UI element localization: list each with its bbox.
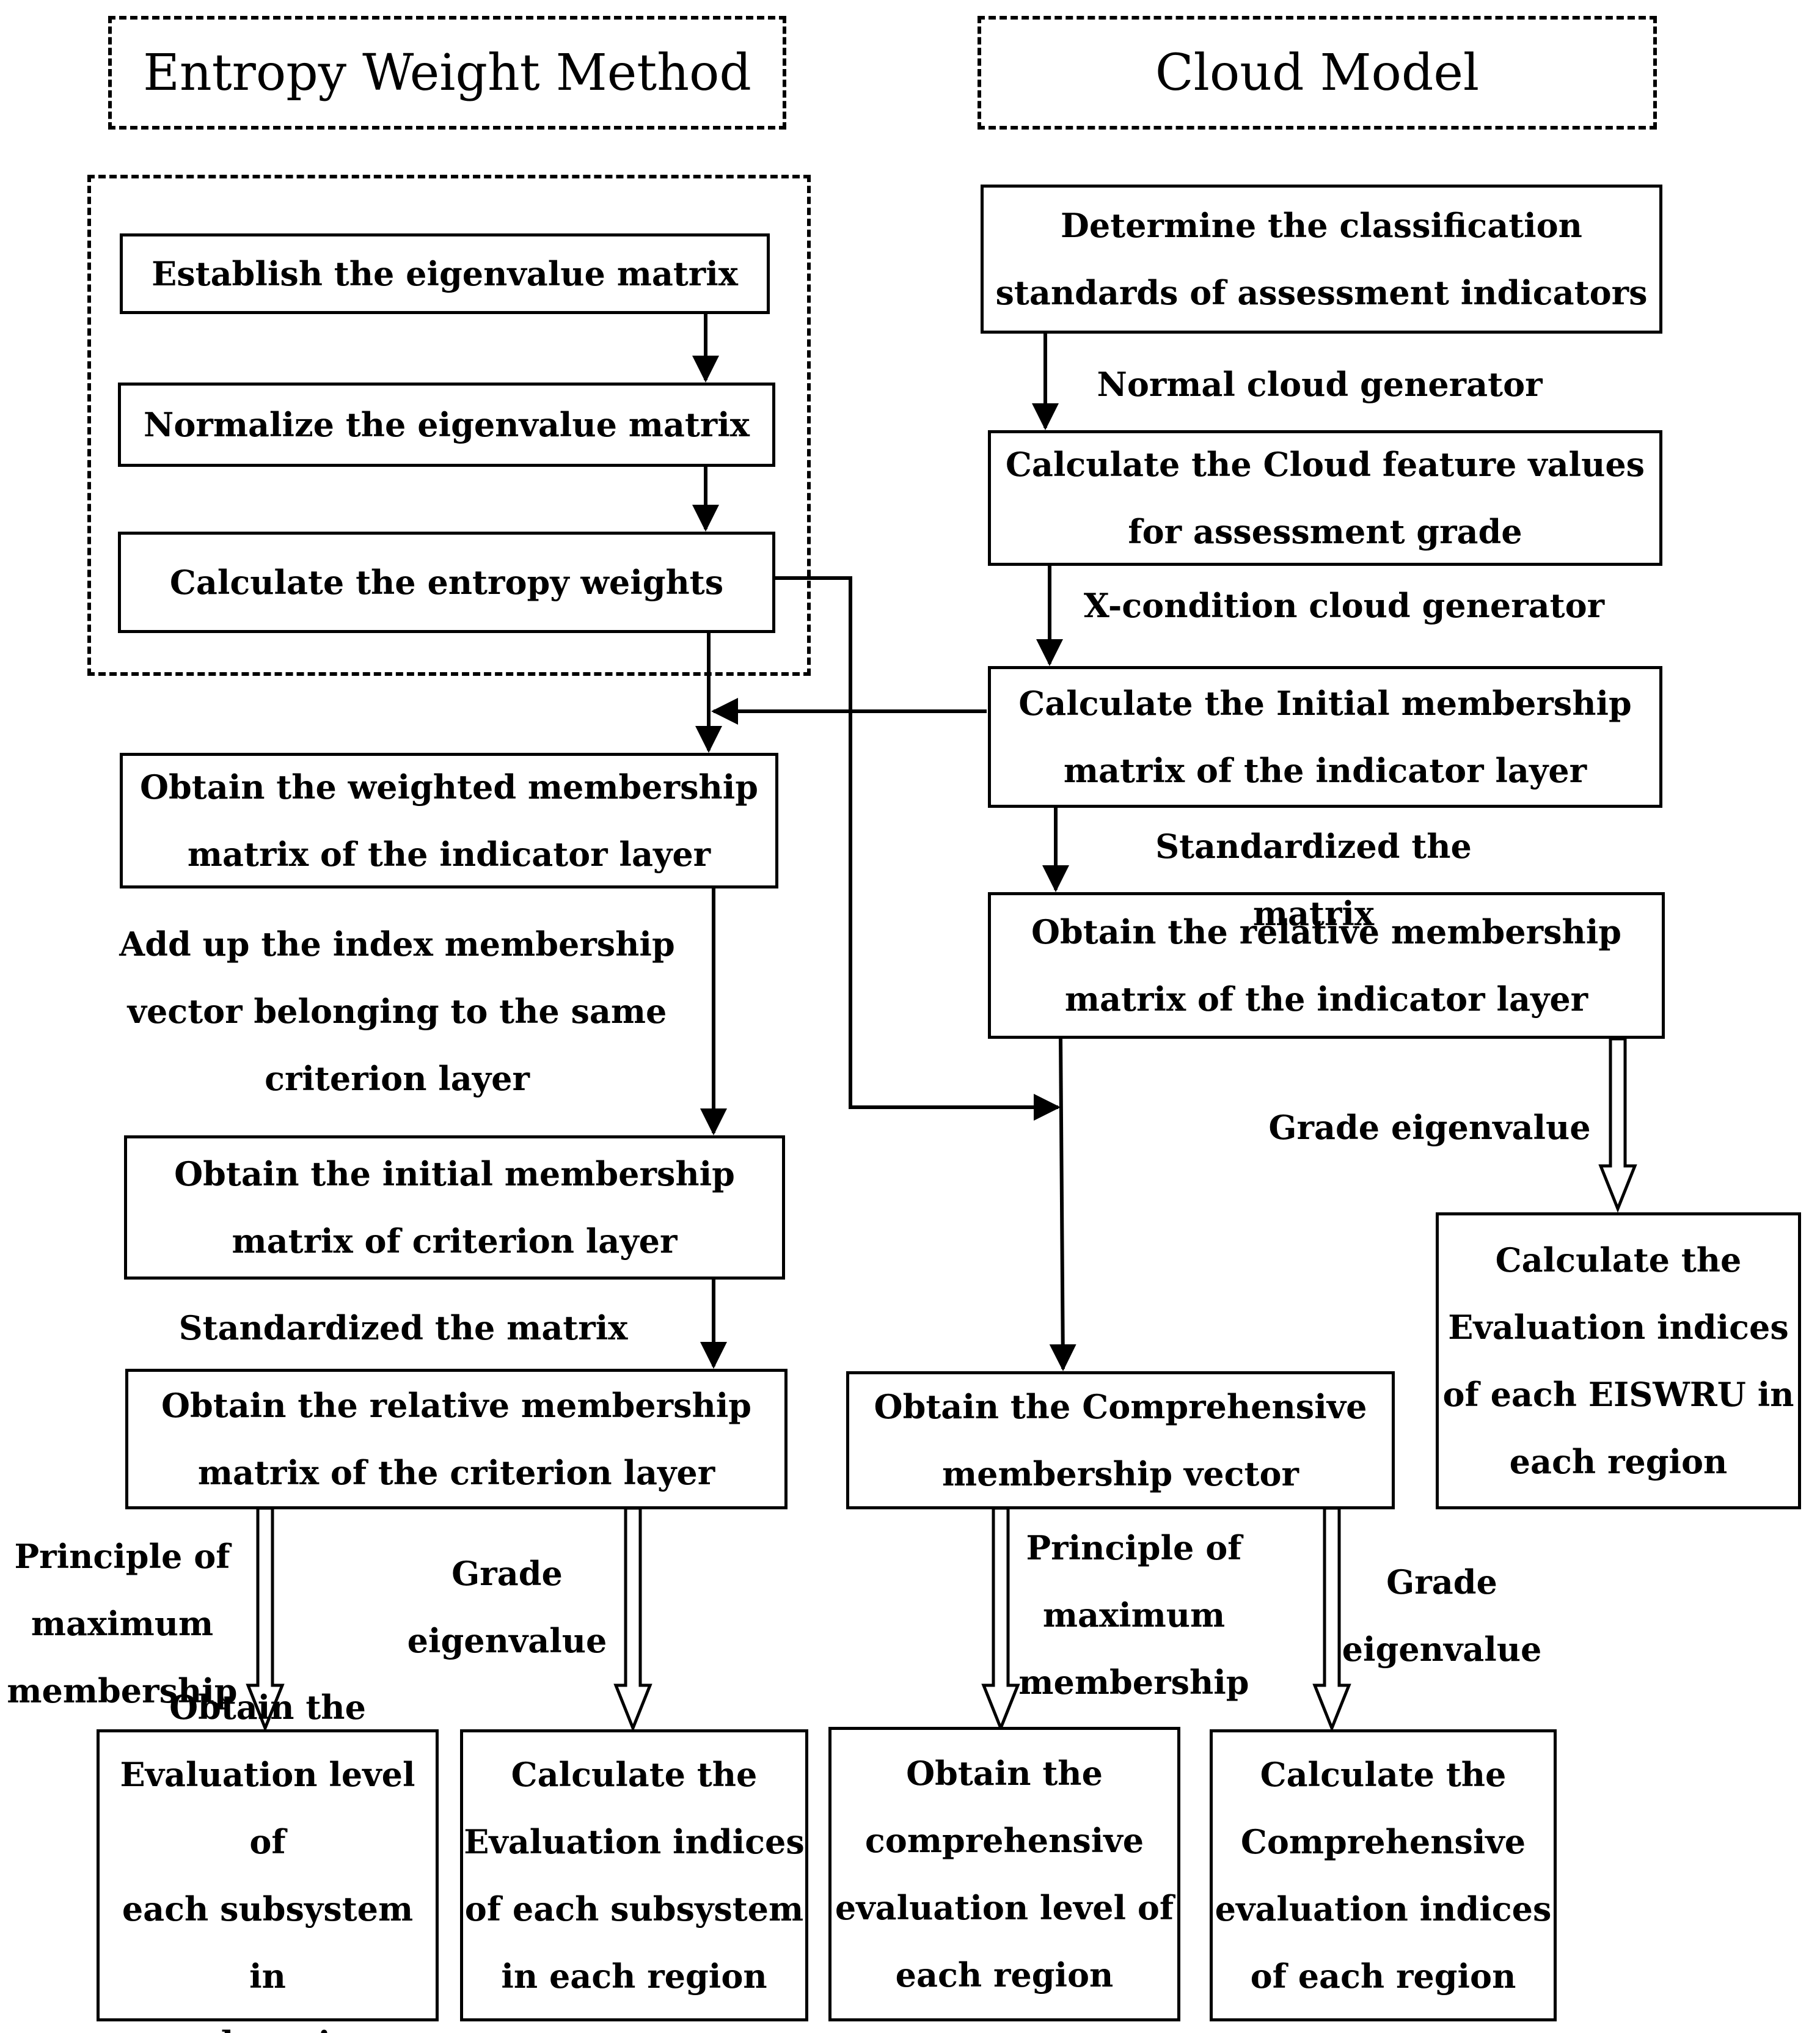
hollow-arrow-eiswru <box>1598 1037 1637 1213</box>
hollow-arrow-comp-level <box>981 1506 1020 1732</box>
box-relative-membership-indicator: Obtain the relative membership matrix of… <box>988 892 1665 1039</box>
label-standardized-right: Standardized the matrix <box>1155 827 1472 933</box>
box-initial-criterion-text: Obtain the initial membership matrix of … <box>174 1154 735 1261</box>
box-relative-criterion: Obtain the relative membership matrix of… <box>125 1369 788 1509</box>
box-relative-indicator-text: Obtain the relative membership matrix of… <box>1031 912 1622 1019</box>
header-entropy-weight-method: Entropy Weight Method <box>108 16 786 130</box>
label-grade-mid: Grade eigenvalue <box>1342 1562 1542 1669</box>
hollow-arrow-comp-indices <box>1312 1506 1351 1732</box>
label-grade-left: Grade eigenvalue <box>407 1554 607 1660</box>
box-comprehensive-level: Obtain the comprehensive evaluation leve… <box>828 1727 1180 2021</box>
box-relative-criterion-text: Obtain the relative membership matrix of… <box>161 1386 752 1492</box>
connector-entropy-to-comprehensive <box>774 576 1061 1121</box>
box-eval-indices-eiswru: Calculate the Evaluation indices of each… <box>1436 1212 1801 1509</box>
box-eval-indices-subsystem-text: Calculate the Evaluation indices of each… <box>464 1755 805 1996</box>
box-initial-membership-indicator: Calculate the Initial membership matrix … <box>988 666 1662 808</box>
box-comprehensive-indices: Calculate the Comprehensive evaluation i… <box>1210 1729 1557 2021</box>
box-initial-indicator-text: Calculate the Initial membership matrix … <box>1018 684 1632 790</box>
header-entropy-text: Entropy Weight Method <box>143 43 751 102</box>
box-normalize-matrix: Normalize the eigenvalue matrix <box>118 383 775 467</box>
box-entropy-weights: Calculate the entropy weights <box>118 532 775 633</box>
hollow-arrow-eval-indices-subsystem <box>613 1506 652 1732</box>
header-cloud-model: Cloud Model <box>978 16 1657 130</box>
box-weighted-text: Obtain the weighted membership matrix of… <box>139 767 759 874</box>
label-x-condition-cloud-generator: X-condition cloud generator <box>1083 586 1605 625</box>
box-establish-text: Establish the eigenvalue matrix <box>152 254 738 293</box>
box-eval-level-subsystem-text: Obtain the Evaluation level of each subs… <box>120 1688 415 2033</box>
label-grade-eigenvalue-right: Grade eigenvalue <box>1268 1108 1591 1147</box>
label-add-up-index: Add up the index membership vector belon… <box>119 925 675 1098</box>
box-entropy-weights-text: Calculate the entropy weights <box>169 563 724 602</box>
box-establish-matrix: Establish the eigenvalue matrix <box>120 233 770 314</box>
label-principle-mid: Principle of maximum membership <box>1018 1528 1249 1702</box>
box-eval-indices-subsystem: Calculate the Evaluation indices of each… <box>460 1729 808 2021</box>
box-cloud-feature-text: Calculate the Cloud feature values for a… <box>1005 445 1645 551</box>
box-weighted-membership: Obtain the weighted membership matrix of… <box>120 753 778 888</box>
arrow-relative-indicator-to-comprehensive <box>1049 1037 1076 1371</box>
box-initial-criterion: Obtain the initial membership matrix of … <box>124 1135 785 1280</box>
hollow-arrow-eval-level-subsystem <box>246 1506 285 1732</box>
box-determine-standards: Determine the classification standards o… <box>981 185 1662 334</box>
label-standardized-left: Standardized the matrix <box>178 1308 628 1347</box>
box-comp-indices-text: Calculate the Comprehensive evaluation i… <box>1215 1755 1552 1996</box>
box-eval-level-subsystem: Obtain the Evaluation level of each subs… <box>97 1688 439 2033</box>
box-normalize-text: Normalize the eigenvalue matrix <box>144 405 750 444</box>
label-normal-cloud-generator: Normal cloud generator <box>1097 365 1543 404</box>
box-determine-text: Determine the classification standards o… <box>995 206 1648 312</box>
box-cloud-feature-values: Calculate the Cloud feature values for a… <box>988 430 1662 566</box>
label-principle-left: Principle of maximum membership <box>7 1537 238 1710</box>
box-eval-indices-eiswru-text: Calculate the Evaluation indices of each… <box>1442 1240 1794 1481</box>
box-comp-level-text: Obtain the comprehensive evaluation leve… <box>835 1754 1174 1995</box>
box-comprehensive-vector-text: Obtain the Comprehensive membership vect… <box>874 1387 1367 1493</box>
box-comprehensive-vector: Obtain the Comprehensive membership vect… <box>846 1371 1395 1509</box>
entropy-steps-group <box>87 175 811 676</box>
header-cloud-text: Cloud Model <box>1155 43 1480 102</box>
